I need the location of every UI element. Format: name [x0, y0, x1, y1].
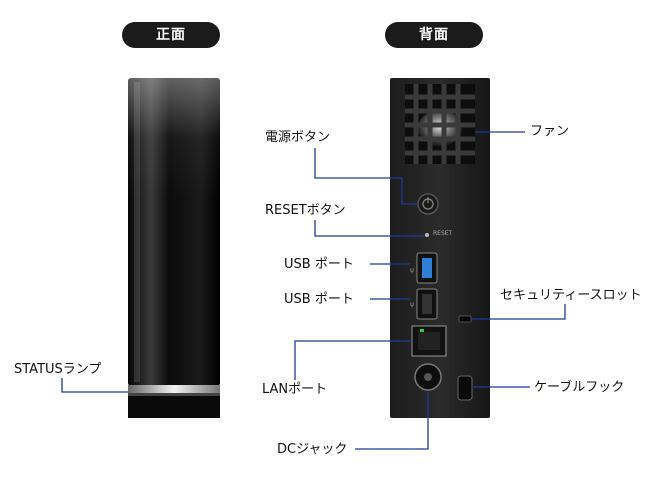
- status-lamp-label: STATUSランプ: [14, 362, 102, 377]
- usb-port-2-label: USB ポート: [284, 292, 354, 307]
- fan-label: ファン: [530, 124, 570, 139]
- power-button-label: 電源ボタン: [265, 130, 331, 145]
- cable-hook-label: ケーブルフック: [534, 380, 625, 395]
- security-slot-hole: [458, 315, 472, 323]
- svg-text:ψ: ψ: [410, 267, 414, 274]
- svg-text:ψ: ψ: [410, 301, 414, 308]
- back-heading: 背面: [385, 22, 483, 48]
- front-device: [128, 78, 220, 418]
- status-lamp: [128, 385, 220, 393]
- reset-button-label: RESETボタン: [265, 203, 346, 218]
- lan-port-label: LANポート: [262, 382, 328, 397]
- back-device: ψ ψ: [390, 78, 490, 418]
- security-slot-label: セキュリティースロット: [500, 288, 642, 303]
- reset-printed-text: RESET: [433, 230, 453, 237]
- usb-port-1-label: USB ポート: [284, 257, 354, 272]
- front-heading: 正面: [122, 22, 220, 48]
- dc-jack-label: DCジャック: [277, 442, 348, 457]
- cable-hook: [457, 375, 473, 401]
- leader-lines: [61, 131, 566, 450]
- reset-hole: [425, 233, 429, 237]
